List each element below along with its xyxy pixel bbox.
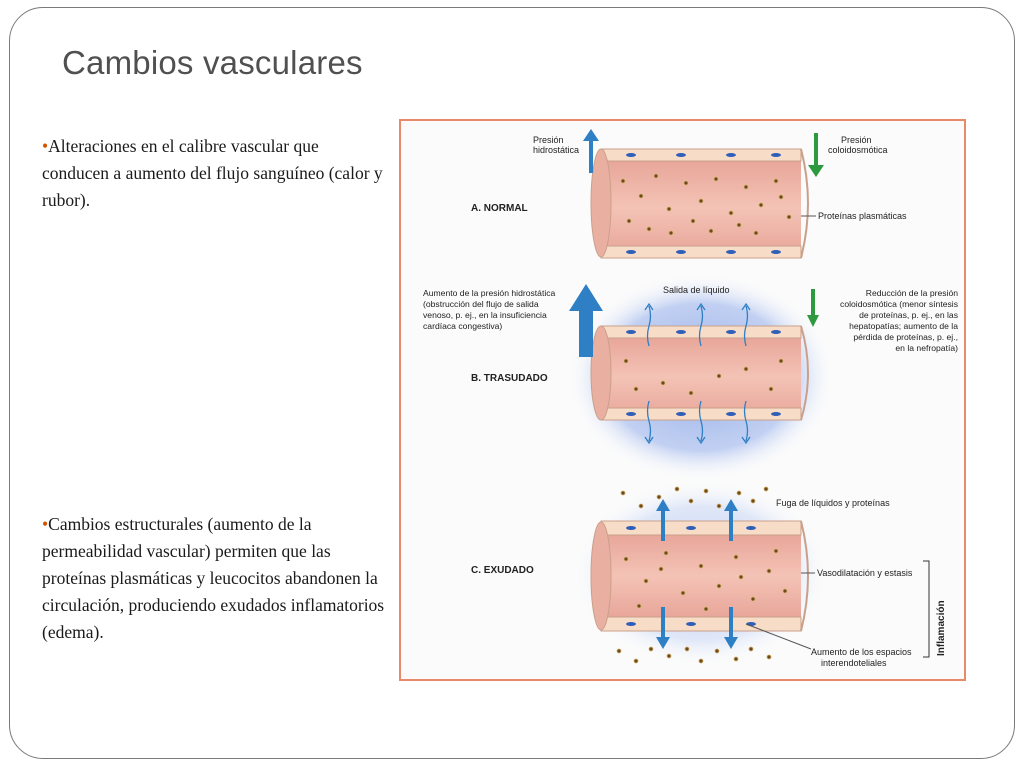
arrow-down-icon — [807, 289, 819, 327]
vessel-end — [800, 148, 809, 259]
bullet-vascular-caliber: •Alteraciones en el calibre vascular que… — [42, 133, 387, 214]
bullet-text: Cambios estructurales (aumento de la per… — [42, 514, 385, 642]
vessel-opening — [590, 325, 612, 421]
bullet-structural-changes: •Cambios estructurales (aumento de la pe… — [42, 511, 387, 646]
right-line: en la nefropatía) — [895, 343, 958, 353]
left-line: (obstrucción del flujo de salida — [423, 299, 539, 309]
vascular-changes-figure: Proteínas plasmáticas Presión hidrostáti… — [399, 119, 966, 681]
section-exudate: Fuga de líquidos y proteínas Vasodilatac… — [471, 478, 947, 668]
vessel-end — [800, 325, 809, 421]
vessel-end — [800, 520, 809, 632]
gaps-label-line2: interendoteliales — [821, 658, 887, 668]
extravasated-protein-dots — [616, 486, 772, 664]
section-transudate: Salida de líquido Aumento de la presión … — [423, 272, 958, 482]
slide-title: Cambios vasculares — [62, 44, 363, 81]
inflammation-label: Inflamación — [936, 600, 947, 656]
right-line: coloidosmótica (menor síntesis — [840, 299, 958, 309]
left-line: Aumento de la presión hidrostática — [423, 288, 556, 298]
vessel-opening — [590, 148, 612, 258]
fluid-exit-arrows — [644, 302, 751, 445]
gaps-leader — [745, 623, 812, 650]
bullet-marker: • — [42, 514, 49, 534]
vessel-exudate — [601, 533, 801, 619]
bullet-text: Alteraciones en el calibre vascular que … — [42, 136, 383, 210]
vessel-normal — [601, 159, 801, 257]
right-line: pérdida de proteínas, p. ej., — [853, 332, 958, 342]
transudate-section-label: B. TRASUDADO — [471, 373, 548, 384]
leak-label: Fuga de líquidos y proteínas — [776, 498, 890, 508]
protein-dots — [620, 173, 792, 236]
hydrostatic-label-line2: hidrostática — [533, 145, 579, 155]
left-line: cardíaca congestiva) — [423, 321, 502, 331]
normal-section-label: A. NORMAL — [471, 203, 528, 214]
right-line: Reducción de la presión — [866, 288, 958, 298]
oncotic-label-line1: Presión — [841, 135, 872, 145]
bullet-marker: • — [42, 136, 49, 156]
hydrostatic-label-line1: Presión — [533, 135, 564, 145]
section-normal: Proteínas plasmáticas Presión hidrostáti… — [471, 129, 907, 259]
proteins-label: Proteínas plasmáticas — [818, 211, 907, 221]
vessel-transudate — [601, 336, 801, 419]
arrow-down-icon — [808, 133, 824, 177]
figure-canvas: Proteínas plasmáticas Presión hidrostáti… — [423, 129, 958, 668]
leak-arrows — [656, 499, 738, 649]
vessel-opening — [590, 521, 612, 631]
hydrostatic-increase-text: Aumento de la presión hidrostática (obst… — [423, 288, 556, 331]
oncotic-reduction-text: Reducción de la presión coloidosmótica (… — [840, 288, 958, 353]
right-line: de proteínas, p. ej., en las — [859, 310, 958, 320]
left-line: venoso, p. ej., en la insuficiencia — [423, 310, 547, 320]
arrow-up-icon — [583, 129, 599, 173]
right-line: hepatopatías; aumento de la — [849, 321, 958, 331]
endothelial-nuclei — [626, 153, 781, 254]
exudate-section-label: C. EXUDADO — [471, 565, 534, 576]
arrow-up-icon — [569, 284, 603, 357]
fluid-exit-label: Salida de líquido — [663, 285, 730, 295]
protein-dots — [623, 358, 784, 396]
gaps-label-line1: Aumento de los espacios — [811, 647, 912, 657]
protein-dots — [623, 548, 788, 612]
vasodilation-label: Vasodilatación y estasis — [817, 568, 913, 578]
endothelial-nuclei — [626, 330, 781, 416]
inflammation-bracket — [923, 560, 930, 658]
oncotic-label-line2: coloidosmótica — [828, 145, 888, 155]
